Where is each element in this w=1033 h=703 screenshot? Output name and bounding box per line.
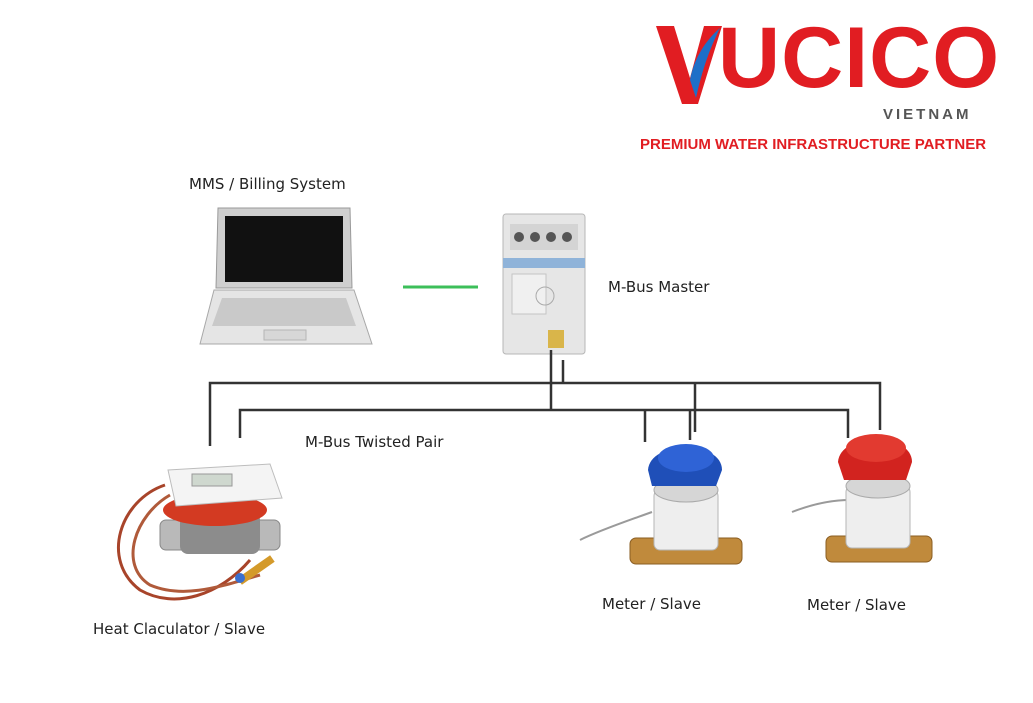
brand-subtitle: VIETNAM bbox=[883, 106, 972, 123]
brand-tagline: PREMIUM WATER INFRASTRUCTURE PARTNER bbox=[640, 136, 987, 153]
bus-twisted-pair-label: M-Bus Twisted Pair bbox=[305, 433, 444, 451]
bus-wiring bbox=[208, 350, 882, 446]
brand-logo: UCICO VIETNAM PREMIUM WATER INFRASTRUCTU… bbox=[640, 8, 1020, 158]
heat-calculator-label: Heat Claculator / Slave bbox=[93, 620, 266, 638]
laptop-icon bbox=[199, 207, 373, 345]
water-meter-blue-icon bbox=[579, 444, 743, 565]
meter-slave-label-2: Meter / Slave bbox=[807, 596, 907, 614]
billing-system-label: MMS / Billing System bbox=[189, 175, 346, 193]
water-meter-red-icon bbox=[791, 434, 933, 563]
logo-v-mark bbox=[656, 26, 722, 104]
heat-calculator-icon bbox=[116, 463, 283, 601]
meter-slave-label-1: Meter / Slave bbox=[602, 595, 702, 613]
mbus-master-label: M-Bus Master bbox=[608, 278, 710, 296]
brand-name: UCICO bbox=[718, 10, 1001, 106]
mbus-master-icon bbox=[502, 213, 586, 355]
